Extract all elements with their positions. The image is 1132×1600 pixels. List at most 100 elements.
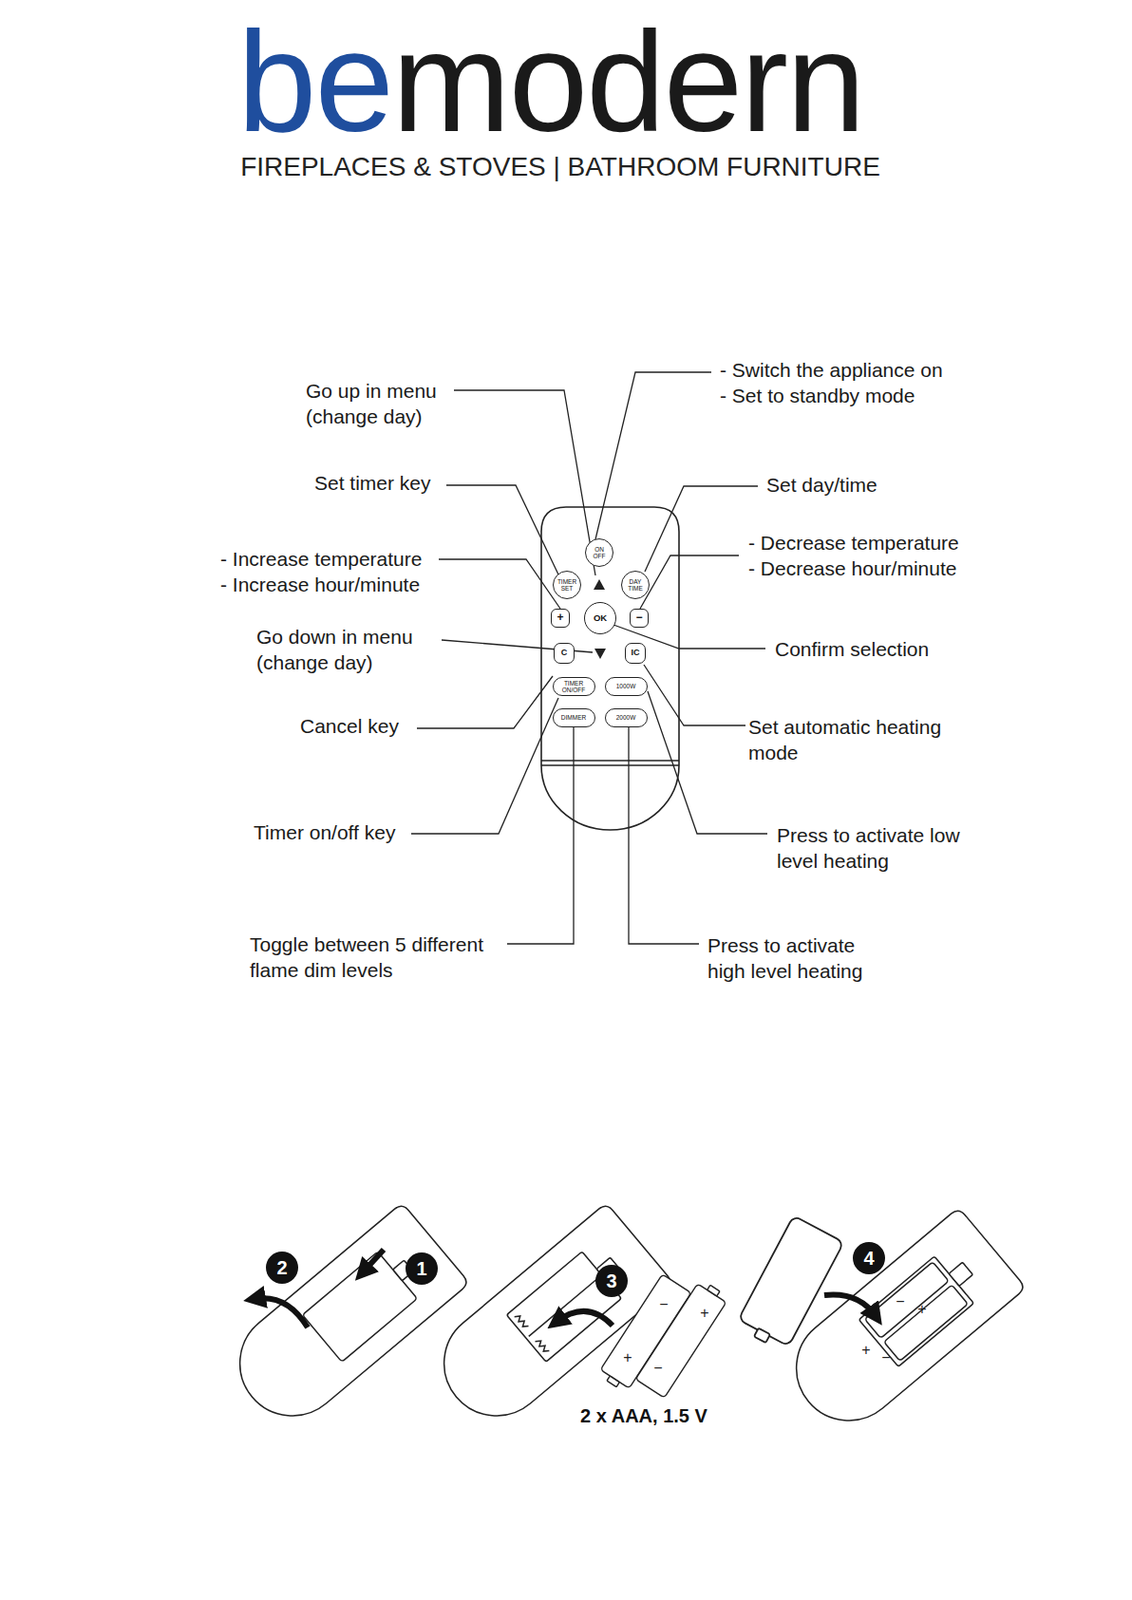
button-label: DAY TIME <box>626 578 644 592</box>
remote-outline <box>774 1207 1026 1443</box>
remote-body <box>541 507 680 831</box>
callout-text: Set automatic heating mode <box>748 714 963 766</box>
button-label: OK <box>593 613 607 623</box>
leader-line <box>453 390 596 576</box>
button-label: + <box>556 611 564 624</box>
battery-spring <box>514 1313 529 1329</box>
remote-divider <box>541 759 680 761</box>
leader-lines <box>411 372 768 944</box>
button-label: 2000W <box>616 714 637 721</box>
battery-body <box>884 1284 969 1361</box>
logo-word: modern <box>392 10 865 153</box>
step-arrow <box>556 1311 613 1326</box>
step-arrows <box>254 1249 876 1328</box>
callout-text: Go up in menu (change day) <box>305 377 458 430</box>
battery-spec: 2 x AAA, 1.5 V <box>580 1404 708 1428</box>
day-time-button: DAY TIME <box>621 570 650 600</box>
step-disc <box>265 1251 299 1284</box>
step-number: 1 <box>415 1258 427 1280</box>
polarity-mark: + <box>861 1341 870 1359</box>
button-label: C <box>561 648 568 659</box>
callout-text: - Decrease hour/minute <box>748 555 957 582</box>
step-number: 4 <box>863 1247 874 1269</box>
logo-word: be <box>237 10 393 153</box>
callout-text: Timer on/off key <box>253 819 396 846</box>
low-heat-button: 1000W <box>604 677 648 697</box>
callout-text: Press to activate high level heating <box>707 932 879 984</box>
polarity-mark: + <box>622 1349 632 1367</box>
battery-terminal <box>606 1376 620 1388</box>
callout-text: - Decrease temperature <box>748 529 960 556</box>
remote-back <box>218 1203 470 1438</box>
button-label: DIMMER <box>561 714 586 721</box>
power-button: ON OFF <box>584 538 614 567</box>
leader-line <box>438 559 561 609</box>
leader-line <box>446 485 559 575</box>
step-disc <box>405 1252 438 1285</box>
callout-text: Toggle between 5 different flame dim lev… <box>249 931 502 983</box>
battery-terminal <box>707 1284 720 1297</box>
button-label: TIMER ON/OFF <box>560 679 587 694</box>
up-arrow-symbol <box>593 579 605 590</box>
cancel-button: C <box>553 642 575 664</box>
callout-text: - Increase temperature <box>220 546 422 572</box>
step-arrow <box>824 1294 876 1317</box>
step-disc <box>852 1242 886 1275</box>
remote-divider <box>541 764 680 766</box>
ok-button: OK <box>584 602 617 635</box>
step-number: 3 <box>605 1270 617 1292</box>
button-label: IC <box>631 648 641 659</box>
leader-line <box>643 664 746 726</box>
remote-loaded <box>774 1207 1026 1443</box>
step-arrow <box>254 1298 308 1328</box>
step-discs <box>265 1242 886 1298</box>
polarity-mark: − <box>881 1349 890 1367</box>
step-disc <box>595 1264 628 1298</box>
button-label: TIMER SET <box>556 578 578 592</box>
callout-text: - Increase hour/minute <box>220 571 420 598</box>
battery-spring <box>535 1338 550 1354</box>
callout-text: - Set to standby mode <box>719 382 915 409</box>
callout-text: Confirm selection <box>774 636 929 662</box>
polarity-mark: − <box>895 1293 905 1311</box>
battery-body <box>635 1283 727 1398</box>
callout-text: Cancel key <box>300 713 399 739</box>
down-arrow-symbol <box>594 648 606 660</box>
auto-heat-button: IC <box>624 642 646 664</box>
leader-line <box>411 698 559 834</box>
callout-text: - Switch the appliance on <box>719 357 944 383</box>
compartment-divider <box>528 1277 600 1337</box>
leader-line <box>595 372 712 540</box>
button-label: − <box>635 611 642 624</box>
battery-cover <box>301 1251 417 1362</box>
cover-latch <box>754 1328 771 1343</box>
callout-text: Press to activate low level heating <box>776 822 972 874</box>
battery-compartment <box>858 1256 974 1367</box>
button-label: ON OFF <box>591 546 607 560</box>
polarity-mark: − <box>659 1296 668 1314</box>
callout-text: Set day/time <box>766 471 878 498</box>
button-label: 1000W <box>616 682 637 690</box>
tagline: FIREPLACES & STOVES | BATHROOM FURNITURE <box>240 151 881 183</box>
latch <box>948 1262 973 1286</box>
polarity-mark: + <box>917 1301 926 1319</box>
timer-onoff-button: TIMER ON/OFF <box>552 677 596 697</box>
callout-text: Set timer key <box>314 470 432 496</box>
leader-line <box>507 727 574 944</box>
leader-line <box>644 486 758 572</box>
plus-button: + <box>550 608 570 628</box>
high-heat-button: 2000W <box>604 708 648 728</box>
leader-line <box>640 555 739 609</box>
leader-line <box>416 676 553 729</box>
polarity-mark: + <box>699 1304 709 1322</box>
step-arrow <box>362 1249 384 1273</box>
battery <box>635 1279 730 1398</box>
step-number: 2 <box>276 1257 287 1279</box>
remote-outline <box>218 1203 470 1438</box>
minus-button: − <box>629 608 649 628</box>
leader-line <box>628 727 699 944</box>
timer-set-button: TIMER SET <box>552 570 582 600</box>
polarity-mark: − <box>653 1359 662 1378</box>
dimmer-button: DIMMER <box>552 708 596 728</box>
